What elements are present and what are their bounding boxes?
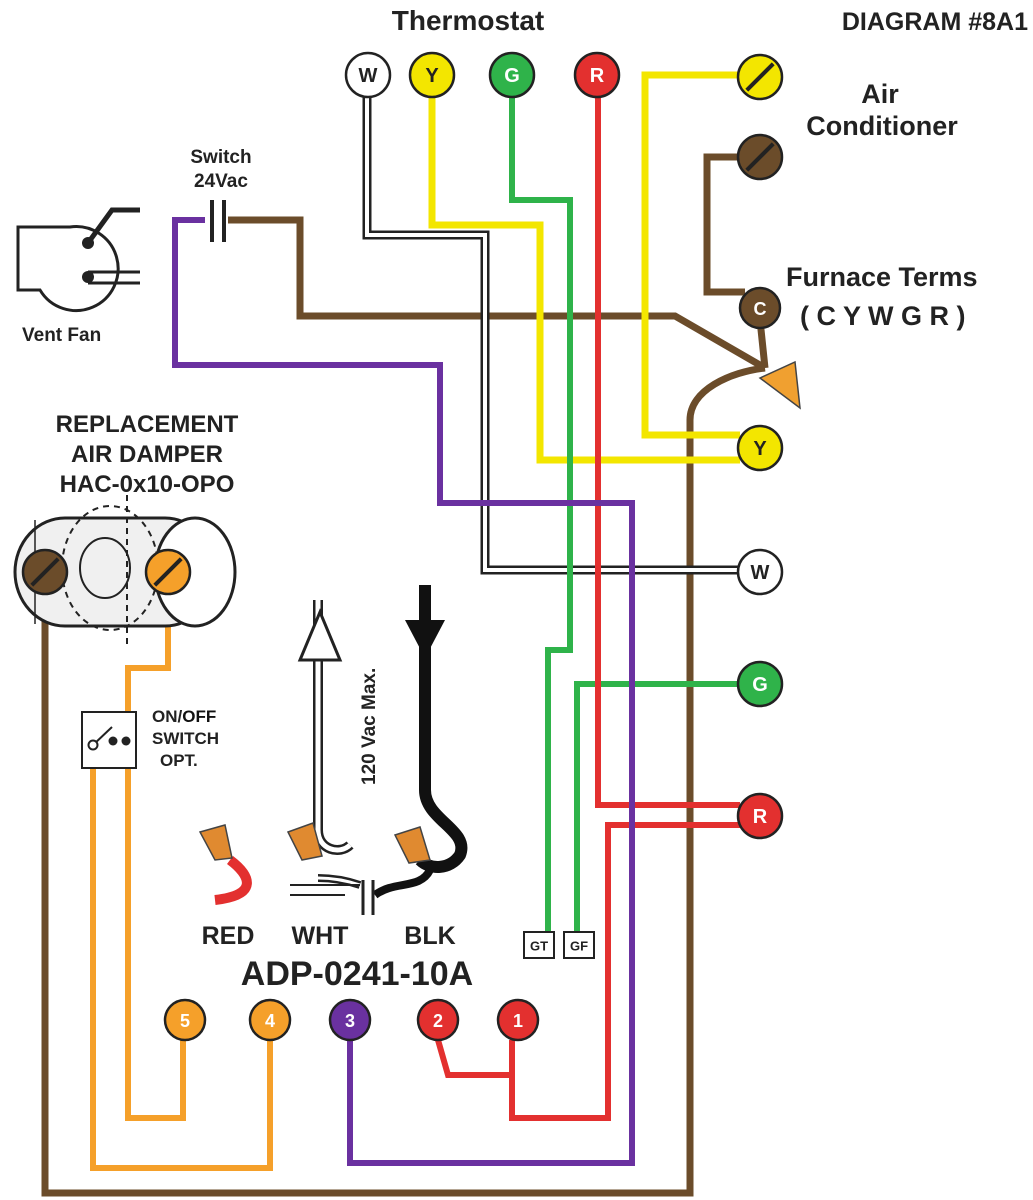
furnace-terms-label: Furnace Terms [786, 262, 978, 292]
arrow-up-icon [297, 608, 343, 662]
arrow-down-icon [405, 620, 445, 658]
damper-brown-terminal [21, 548, 69, 596]
brown-wire-common-loop [41, 364, 766, 1197]
brown-wire-ac-to-c [703, 153, 757, 296]
switch-label-line2: 24Vac [194, 171, 248, 192]
ac-brown-terminal [736, 133, 784, 181]
vent-fan-label: Vent Fan [22, 325, 101, 346]
voltage-label: 120 Vac Max. [359, 668, 380, 785]
red-jumper-1-2 [435, 1039, 510, 1078]
red-wire-thermostat-to-r [595, 92, 740, 808]
wire-nut-red [198, 824, 252, 905]
furnace-r-terminal: R [736, 792, 784, 840]
furnace-y-terminal-label: Y [753, 438, 767, 460]
wire-nut-white [286, 822, 323, 861]
thermostat-r-terminal: R [573, 51, 621, 99]
air-conditioner-label-line1: Air [861, 79, 899, 109]
gf-label: GF [570, 939, 588, 954]
diagram-number: DIAGRAM #8A1 [842, 8, 1028, 36]
wire-nut-black [393, 826, 431, 864]
vent-fan [16, 207, 140, 313]
module-terminal-3: 3 [328, 998, 372, 1042]
wire-nut-common [758, 360, 801, 410]
module-terminal-5-label: 5 [180, 1011, 190, 1031]
damper-orange-terminal [144, 548, 192, 596]
white-wire-inner [365, 92, 740, 572]
vent-fan-terminal-top [82, 237, 94, 249]
thermostat-g-terminal: G [488, 51, 536, 99]
module-terminal-4-label: 4 [265, 1011, 275, 1031]
vent-fan-wire-bottom [88, 270, 140, 285]
on-off-switch[interactable] [81, 711, 137, 769]
module-terminal-1: 1 [496, 998, 540, 1042]
switch-onoff-label-line1: ON/OFF [152, 707, 216, 726]
module-terminal-2: 2 [416, 998, 460, 1042]
furnace-c-terminal-label: C [754, 299, 767, 319]
orange-wire-switch-to-terminal-4 [90, 745, 273, 1171]
damper-label-line2: AIR DAMPER [71, 441, 223, 468]
damper-label-line1: REPLACEMENT [56, 411, 239, 438]
furnace-w-terminal: W [736, 548, 784, 596]
furnace-r-terminal-label: R [753, 806, 768, 828]
module-terminal-2-label: 2 [433, 1011, 443, 1031]
thermostat-g-terminal-label: G [504, 65, 520, 87]
thermostat-y-terminal-label: Y [425, 65, 439, 87]
thermostat-w-terminal-label: W [359, 65, 378, 87]
black-line-voltage-wire [372, 585, 468, 899]
vent-fan-terminal-bottom [82, 271, 94, 283]
vent-fan-housing [16, 225, 120, 313]
yellow-wire-ac-to-y [641, 71, 758, 439]
module-terminal-4: 4 [248, 998, 292, 1042]
furnace-g-terminal-label: G [752, 674, 768, 696]
model-number: ADP-0241-10A [241, 955, 473, 993]
purple-wire-switch-to-terminal-3 [172, 217, 635, 1166]
red-wire-r-to-terminal-1 [509, 822, 740, 1121]
white-line-voltage-wire [290, 600, 362, 896]
thermostat-r-terminal-label: R [590, 65, 605, 87]
white-wire-thermostat-to-w [362, 92, 740, 575]
brown-wire-switch-to-common [228, 216, 767, 372]
vent-fan-wire-top [85, 207, 140, 245]
switch-onoff-label-line2: SWITCH [152, 729, 219, 748]
black-lead-label: BLK [404, 922, 455, 950]
white-lead-label: WHT [292, 922, 349, 950]
thermostat-w-terminal: W [344, 51, 392, 99]
furnace-c-terminal: C [738, 286, 782, 330]
orange-wire-damper-to-terminal-5 [125, 598, 186, 1121]
red-lead-label: RED [202, 922, 255, 950]
furnace-w-terminal-label: W [751, 562, 770, 584]
gf-terminal-box: GF [563, 931, 595, 959]
yellow-wire-thermostat-to-y [428, 92, 740, 464]
green-wire-thermostat-to-gt [509, 92, 573, 933]
thermostat-y-terminal: Y [408, 51, 456, 99]
damper-label-line3: HAC-0x10-OPO [60, 471, 235, 498]
module-terminal-1-label: 1 [513, 1011, 523, 1031]
switch-label-line1: Switch [190, 147, 251, 168]
air-conditioner-label-line2: Conditioner [806, 111, 958, 141]
module-terminal-3-label: 3 [345, 1011, 355, 1031]
thermostat-heading: Thermostat [392, 5, 544, 36]
capacitor-symbol [361, 880, 375, 915]
air-damper [13, 495, 237, 645]
switch-onoff-label-line3: OPT. [160, 751, 198, 770]
furnace-y-terminal: Y [736, 424, 784, 472]
gt-terminal-box: GT [523, 931, 555, 959]
furnace-g-terminal: G [736, 660, 784, 708]
furnace-terms-order: ( C Y W G R ) [800, 301, 966, 331]
gt-label: GT [530, 939, 548, 954]
green-wire-furnace-g-to-gf [574, 681, 740, 933]
module-terminal-5: 5 [163, 998, 207, 1042]
ac-yellow-terminal [736, 53, 784, 101]
switch-24vac-symbol [210, 200, 226, 242]
